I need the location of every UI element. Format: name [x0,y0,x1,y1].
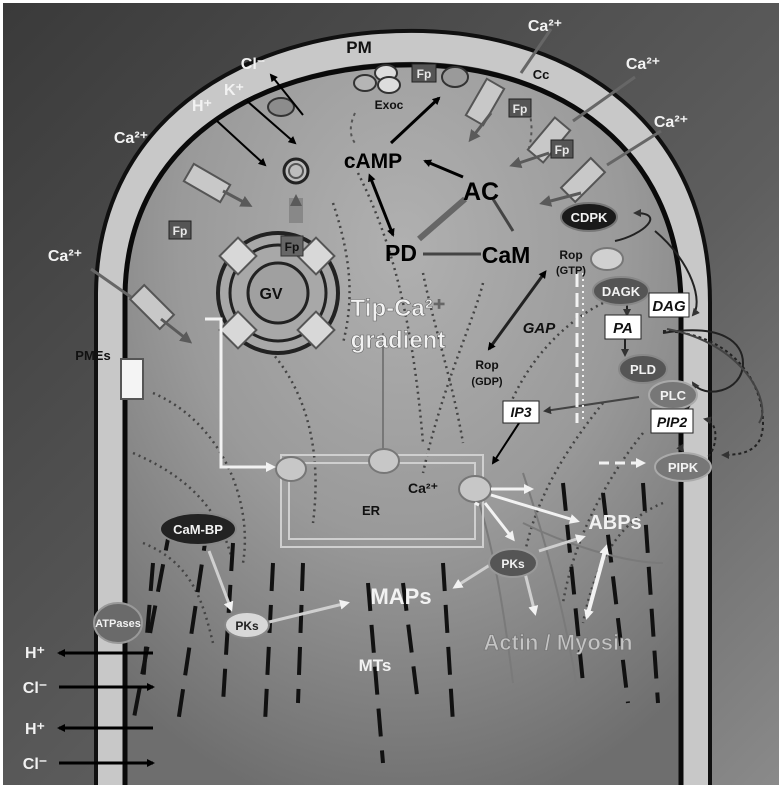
fp-label-left: Fp [173,224,188,238]
pks-mid-label: PKs [501,557,525,571]
gv-label: GV [259,286,282,303]
k-label-top: K⁺ [224,82,244,99]
pd-label: PD [385,240,417,266]
plc-label: PLC [660,388,687,403]
cc-label: Cc [533,67,550,82]
h-label-top: H⁺ [192,98,212,115]
gv-fp-label: Fp [285,240,300,254]
vesicle [284,159,308,183]
mts-label: MTs [359,656,392,675]
pollen-tube-diagram: Fp GV ER Ca²⁺ Fp Fp Fp Fp [3,3,779,785]
pipk-label: PIPK [668,460,699,475]
ip3-label: IP3 [510,404,531,420]
rop-gtp-sub-label: (GTP) [556,265,586,277]
cl-label-bottom-2: Cl⁻ [23,756,47,773]
ac-label: AC [463,178,499,206]
ca-label-top-3: Ca²⁺ [654,114,688,131]
ca-label-left-1: Ca²⁺ [114,130,148,147]
rop-gdp-sub-label: (GDP) [471,376,503,388]
tip-gradient-label-line1: Tip-Ca²⁺ [351,295,446,322]
er-ca-label: Ca²⁺ [408,480,438,496]
dagk-label: DAGK [602,284,641,299]
gap-label: GAP [523,320,557,337]
rop-gdp-label: Rop [475,358,498,372]
abps-label: ABPs [588,512,641,534]
cam-label: CaM [482,242,531,268]
er-label: ER [362,503,381,518]
maps-label: MAPs [370,584,431,609]
h-label-bottom-1: H⁺ [25,645,45,662]
cdpk-label: CDPK [571,210,608,225]
ca-label-top-2: Ca²⁺ [626,56,660,73]
camp-label: cAMP [344,150,402,173]
pa-label: PA [613,320,633,337]
cl-label-bottom-1: Cl⁻ [23,680,47,697]
atpases-label: ATPases [95,618,141,630]
rop-gtp-label: Rop [559,248,582,262]
fp-label-right-2: Fp [555,143,570,157]
cl-label-top: Cl⁻ [241,56,265,73]
tip-gradient-label-line2: gradient [351,327,446,354]
ca-label-left-2: Ca²⁺ [48,248,82,265]
h-label-bottom-2: H⁺ [25,721,45,738]
pip2-label: PIP2 [657,414,688,430]
pmes-label: PMEs [75,348,110,363]
ca-label-top-1: Ca²⁺ [528,18,562,35]
pks-left-label: PKs [235,619,259,633]
dag-label: DAG [652,298,686,315]
pld-label: PLD [630,362,656,377]
actin-myosin-label: Actin / Myosin [483,630,632,655]
cam-bp-label: CaM-BP [173,522,223,537]
fp-label-right-1: Fp [513,102,528,116]
pm-label: PM [346,38,372,57]
fp-label-top: Fp [417,67,432,81]
exoc-label: Exoc [375,98,404,112]
